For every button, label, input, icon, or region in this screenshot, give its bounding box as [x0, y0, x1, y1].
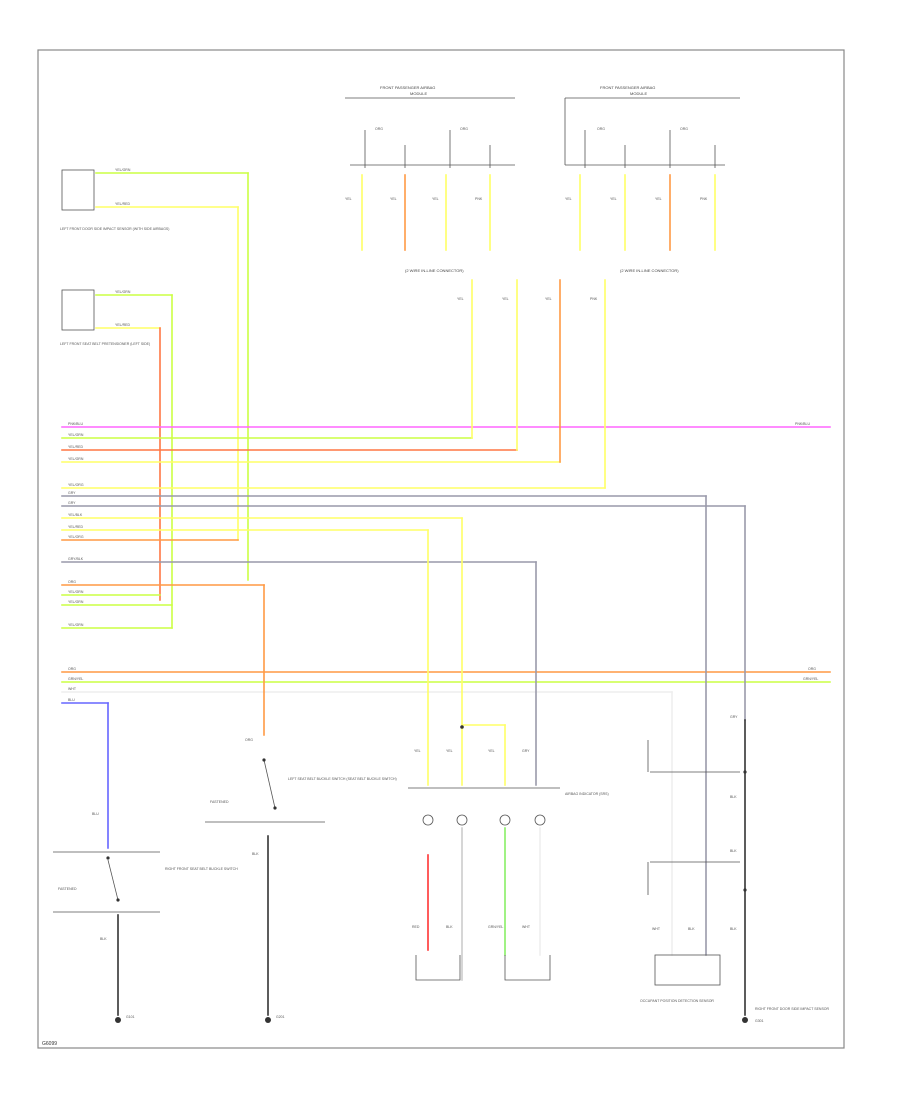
front-passenger-airbag-module-left: FRONT PASSENGER AIRBAG MODULE ORG ORG — [345, 85, 515, 168]
svg-text:ORG: ORG — [68, 580, 76, 584]
svg-text:YEL: YEL — [502, 297, 509, 301]
svg-text:BLK: BLK — [730, 849, 737, 853]
srs-indicator: YEL YEL YEL GRY AIRBAG INDICATOR (SRS) R… — [408, 724, 609, 981]
diagram-frame — [37, 49, 845, 1049]
svg-text:YEL/GRN: YEL/GRN — [68, 600, 84, 604]
left-buckle-switch-label: LEFT SEAT BELT BUCKLE SWITCH (SEAT BELT … — [288, 777, 397, 781]
svg-text:YEL/GRN: YEL/GRN — [68, 433, 84, 437]
svg-text:ORG: ORG — [460, 127, 468, 131]
svg-text:YEL/RED: YEL/RED — [115, 202, 130, 206]
diagram-id: G6099 — [42, 1041, 58, 1047]
svg-text:ORG: ORG — [808, 667, 816, 671]
svg-text:WHT: WHT — [652, 927, 661, 931]
left-seat-belt-pretensioner: YEL/GRN YEL/RED LEFT FRONT SEAT BELT PRE… — [60, 289, 173, 346]
svg-text:G101: G101 — [126, 1015, 135, 1019]
svg-text:BLK: BLK — [730, 795, 737, 799]
right-seat-belt-buckle-switch: FASTENED RIGHT FRONT SEAT BELT BUCKLE SW… — [53, 812, 238, 1023]
module-left-title: FRONT PASSENGER AIRBAG — [380, 85, 435, 90]
svg-text:YEL/GRN: YEL/GRN — [115, 290, 131, 294]
svg-text:YEL/GRN: YEL/GRN — [115, 168, 131, 172]
svg-text:ORG: ORG — [68, 667, 76, 671]
svg-text:PNK/BLU: PNK/BLU — [795, 422, 810, 426]
svg-text:YEL: YEL — [457, 297, 464, 301]
top-module-wires: YEL YEL YEL PNK YEL YEL YEL PNK — [345, 174, 716, 251]
svg-text:G201: G201 — [276, 1015, 285, 1019]
module-right-title: FRONT PASSENGER AIRBAG — [600, 85, 655, 90]
svg-text:WHT: WHT — [522, 925, 531, 929]
svg-text:YEL: YEL — [390, 197, 397, 201]
svg-text:GRN/YEL: GRN/YEL — [488, 925, 503, 929]
svg-text:YEL: YEL — [545, 297, 552, 301]
svg-text:YEL/ORG: YEL/ORG — [68, 483, 84, 487]
svg-text:FASTENED: FASTENED — [58, 887, 77, 891]
svg-text:ORG: ORG — [245, 738, 253, 742]
right-door-sensor-label: RIGHT FRONT DOOR SIDE IMPACT SENSOR — [755, 1007, 829, 1011]
srs-indicator-label: AIRBAG INDICATOR (SRS) — [565, 792, 609, 796]
svg-text:YEL: YEL — [446, 749, 453, 753]
svg-text:ORG: ORG — [375, 127, 383, 131]
right-buckle-switch-label: RIGHT FRONT SEAT BELT BUCKLE SWITCH — [165, 867, 238, 871]
svg-text:RED: RED — [412, 925, 420, 929]
svg-text:ORG: ORG — [597, 127, 605, 131]
svg-text:YEL/GRN: YEL/GRN — [68, 457, 84, 461]
svg-text:YEL: YEL — [610, 197, 617, 201]
svg-text:BLU: BLU — [92, 812, 99, 816]
module-left-sub: MODULE — [410, 91, 427, 96]
svg-text:PNK: PNK — [475, 197, 483, 201]
module-right-sub: MODULE — [630, 91, 647, 96]
svg-text:BLK: BLK — [252, 852, 259, 856]
svg-text:GRN/YEL: GRN/YEL — [803, 677, 818, 681]
svg-text:YEL/GRN: YEL/GRN — [68, 623, 84, 627]
svg-text:GRY: GRY — [68, 501, 76, 505]
svg-text:YEL/BLK: YEL/BLK — [68, 513, 83, 517]
svg-text:YEL: YEL — [414, 749, 421, 753]
svg-text:YEL/RED: YEL/RED — [115, 323, 130, 327]
svg-text:YEL/RED: YEL/RED — [68, 445, 83, 449]
svg-text:BLU: BLU — [68, 698, 75, 702]
svg-text:YEL/RED: YEL/RED — [68, 525, 83, 529]
occupant-sensor-label: OCCUPANT POSITION DETECTION SENSOR — [640, 999, 714, 1003]
svg-text:YEL: YEL — [565, 197, 572, 201]
front-passenger-airbag-module-right: FRONT PASSENGER AIRBAG MODULE ORG ORG — [564, 85, 740, 168]
svg-text:PNK: PNK — [590, 297, 598, 301]
svg-text:YEL: YEL — [655, 197, 662, 201]
left-front-door-sensor: YEL/GRN YEL/RED LEFT FRONT DOOR SIDE IMP… — [60, 168, 249, 231]
harness-bus: PNK/BLU YEL/GRN YEL/RED YEL/GRN YEL/ORG … — [61, 422, 831, 704]
occupant-position-sensor: WHT BLK OCCUPANT POSITION DETECTION SENS… — [640, 740, 740, 1003]
svg-text:YEL: YEL — [488, 749, 495, 753]
svg-text:BLK: BLK — [688, 927, 695, 931]
right-front-door-sensor: GRY BLK BLK BLK RIGHT FRONT DOOR SIDE IM… — [730, 715, 829, 1023]
left-door-sensor-label: LEFT FRONT DOOR SIDE IMPACT SENSOR (WITH… — [60, 227, 169, 231]
svg-text:WHT: WHT — [68, 687, 77, 691]
svg-text:BLK: BLK — [730, 927, 737, 931]
svg-text:GRN/YEL: GRN/YEL — [68, 677, 83, 681]
svg-text:PNK: PNK — [700, 197, 708, 201]
svg-text:ORG: ORG — [680, 127, 688, 131]
svg-text:YEL: YEL — [345, 197, 352, 201]
conn-right-label: (2 WIRE IN-LINE CONNECTOR) — [620, 268, 679, 273]
left-pretensioner-label: LEFT FRONT SEAT BELT PRETENSIONER (LEFT … — [60, 342, 150, 346]
svg-text:BLK: BLK — [446, 925, 453, 929]
svg-text:YEL/ORG: YEL/ORG — [68, 535, 84, 539]
svg-text:GRY/BLK: GRY/BLK — [68, 557, 84, 561]
left-seat-belt-buckle-switch: FASTENED ORG LEFT SEAT BELT BUCKLE SWITC… — [205, 738, 397, 1023]
connector-drop-wires: YEL YEL YEL PNK — [457, 279, 606, 489]
svg-text:PNK/BLU: PNK/BLU — [68, 422, 83, 426]
svg-text:GRY: GRY — [522, 749, 530, 753]
svg-text:FASTENED: FASTENED — [210, 800, 229, 804]
svg-text:BLK: BLK — [100, 937, 107, 941]
svg-text:YEL: YEL — [432, 197, 439, 201]
svg-text:GRY: GRY — [68, 491, 76, 495]
svg-text:YEL/GRN: YEL/GRN — [68, 590, 84, 594]
svg-text:G301: G301 — [755, 1019, 764, 1023]
svg-text:GRY: GRY — [730, 715, 738, 719]
conn-left-label: (2 WIRE IN-LINE CONNECTOR) — [405, 268, 464, 273]
